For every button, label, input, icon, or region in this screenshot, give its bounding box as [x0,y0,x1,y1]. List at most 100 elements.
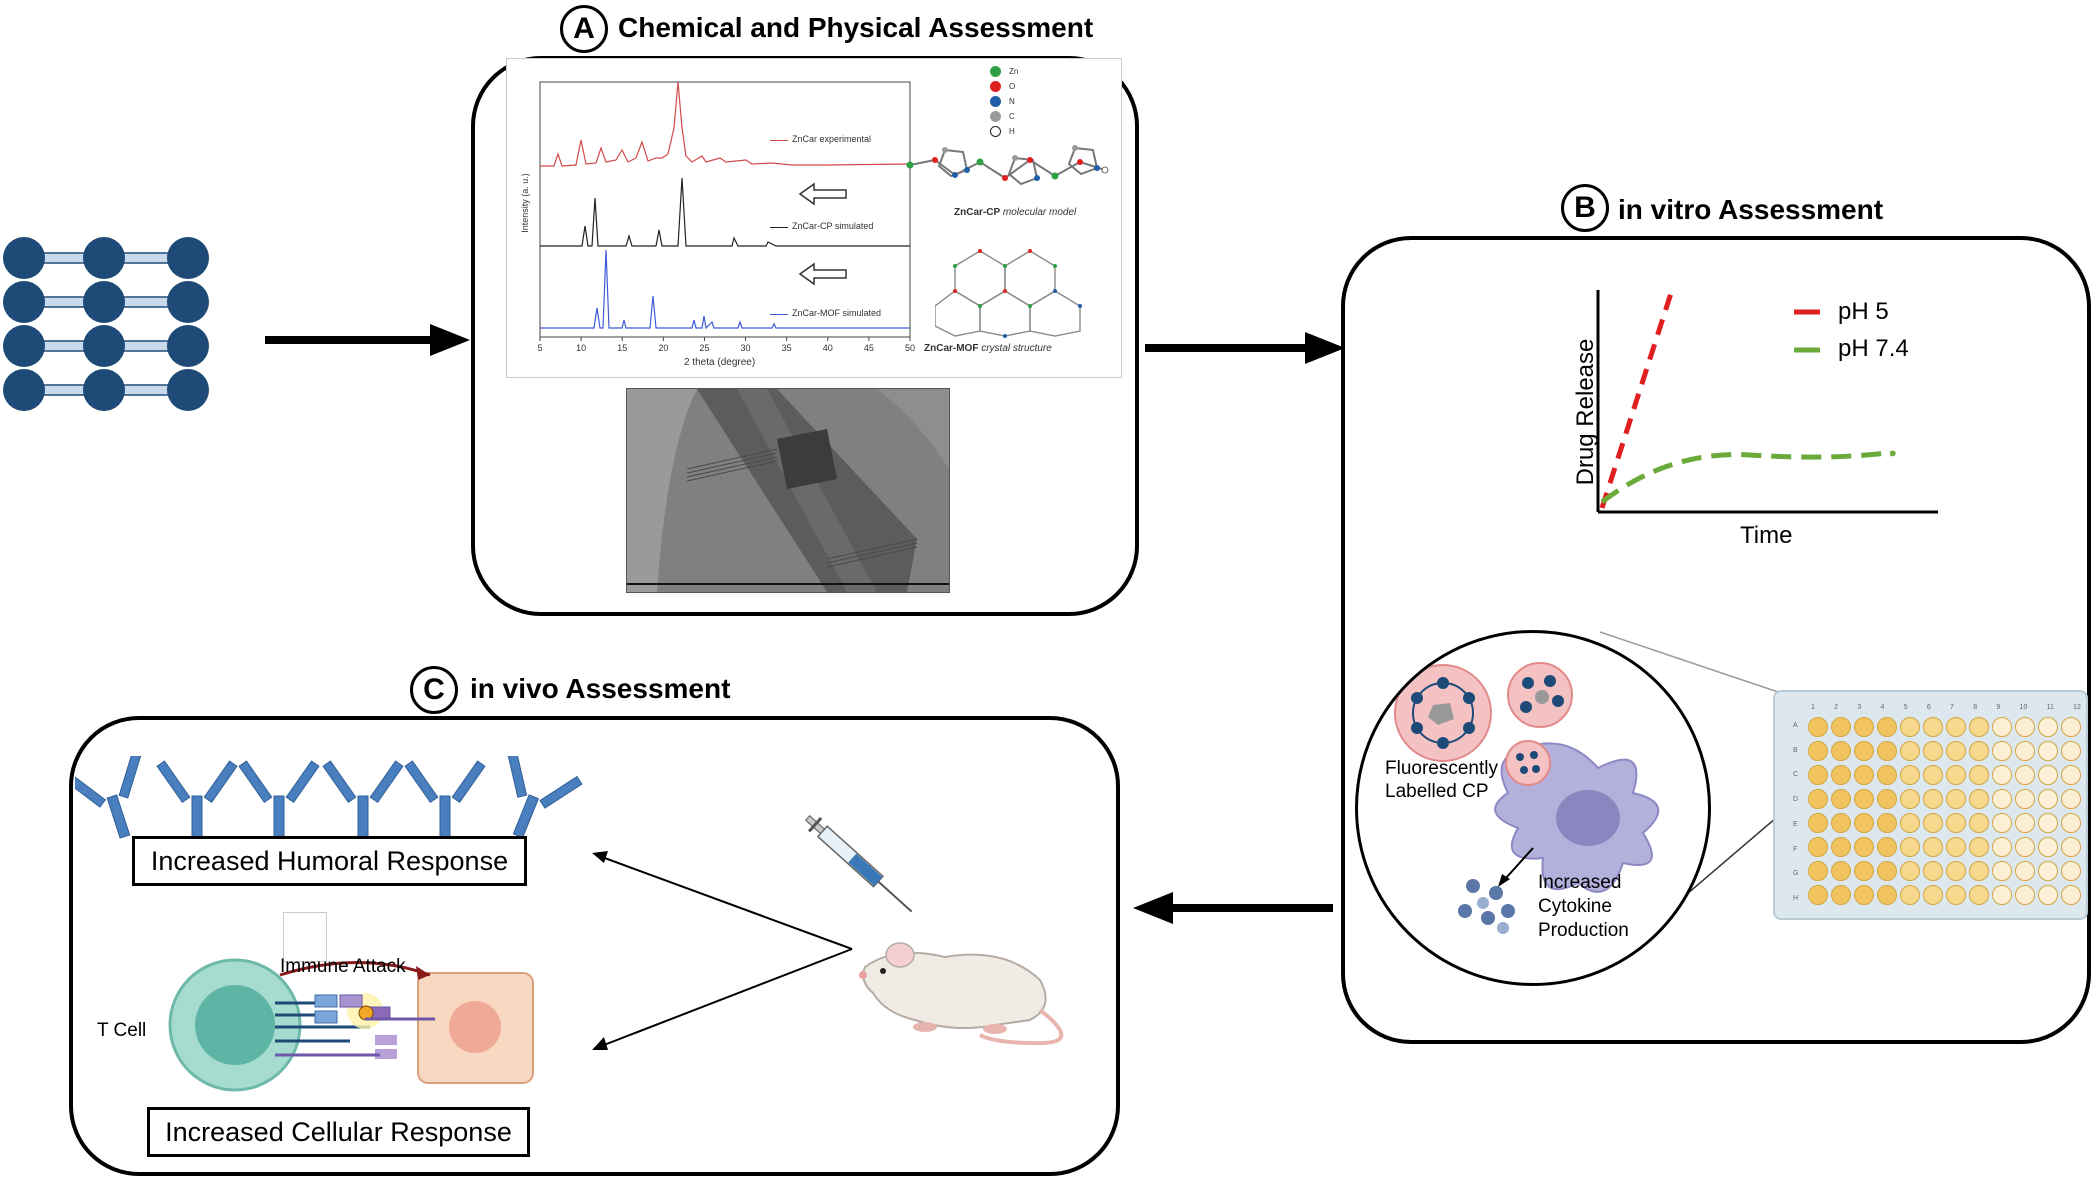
xrd-xtick-label: 50 [905,343,915,353]
well [1992,885,2012,905]
atom-legend: Zn O N C H [990,64,1018,139]
well [1877,813,1897,833]
tem-micrograph [626,388,950,593]
well [1808,717,1828,737]
well [1808,789,1828,809]
well [1900,717,1920,737]
well [2038,789,2058,809]
xrd-legendline-exp [770,140,788,141]
well [1946,717,1966,737]
chart-ylabel: Drug Release [1572,338,1599,486]
well [1831,717,1851,737]
xrd-series-mof [540,249,910,330]
xrd-series-cp [540,177,910,247]
magnification-lines [1600,631,1791,901]
xrd-xtick-label: 15 [617,343,627,353]
syringe-icon [804,815,913,913]
well [1992,741,2012,761]
well [1808,765,1828,785]
well [1992,789,2012,809]
atom-legend-o: O [990,79,1018,94]
panel-a-badge: A [560,5,608,53]
panel-c-title: in vivo Assessment [470,673,731,704]
atom-legend-c: C [990,109,1018,124]
well [2061,741,2081,761]
well [1854,789,1874,809]
well [1877,861,1897,881]
response-arrows [592,851,853,1050]
well-grid [1808,717,2081,905]
well [1831,885,1851,905]
antibody-row [75,756,583,839]
antibody-icon [507,756,583,839]
well [2038,765,2058,785]
well [1900,789,1920,809]
well [2015,789,2035,809]
antibody-icon [75,756,142,839]
blank-placeholder-box [283,912,327,962]
well [2061,813,2081,833]
antibody-icon [238,760,320,839]
well [2015,885,2035,905]
well [1992,765,2012,785]
well [1923,789,1943,809]
cytokine-label-line1: Increased [1538,872,1622,893]
legend-label-ph74: pH 7.4 [1838,335,1909,362]
xrd-xtick-label: 40 [823,343,833,353]
panel-a-title: Chemical and Physical Assessment [618,12,1094,43]
xrd-xtick-label: 25 [699,343,709,353]
cytokine-label-line3: Production [1538,920,1629,941]
legend-label-ph5: pH 5 [1838,298,1889,325]
mof-crystal-structure-icon [935,249,1082,338]
well [2061,789,2081,809]
cp-caption: ZnCar-CP molecular model [954,207,1076,218]
well [2038,861,2058,881]
xrd-series-experimental [540,81,911,167]
well [1808,861,1828,881]
mof-caption: ZnCar-MOF crystal structure [924,343,1052,354]
xrd-xtick-label: 35 [782,343,792,353]
t-cell-label: T Cell [97,1020,147,1041]
xrd-legendline-cp [770,227,788,228]
well [1969,741,1989,761]
cp-caption-bold: ZnCar-CP [954,207,1001,218]
mof-caption-rest: crystal structure [978,343,1052,354]
well [1946,789,1966,809]
xrd-xlabel: 2 theta (degree) [684,357,756,368]
well [1923,837,1943,857]
xrd-xtick-label: 5 [537,343,542,353]
well [1946,861,1966,881]
arrow-to-panel-c [1133,892,1333,924]
panel-b-title: in vitro Assessment [1618,194,1884,225]
well [1877,717,1897,737]
cell-magnification-circle [1355,630,1711,986]
well [1900,765,1920,785]
well [1923,885,1943,905]
well [1923,765,1943,785]
well [2038,741,2058,761]
well [1969,861,1989,881]
xrd-xtick-label: 30 [741,343,751,353]
well [1900,741,1920,761]
well [1969,813,1989,833]
mof-caption-bold: ZnCar-MOF [924,343,979,354]
well [1831,813,1851,833]
well [1923,861,1943,881]
xrd-label-cp: ZnCar-CP simulated [792,221,874,231]
well [1900,837,1920,857]
well [2061,861,2081,881]
well [2038,813,2058,833]
xrd-xtick-label: 10 [576,343,586,353]
well [1854,717,1874,737]
well [2015,741,2035,761]
well [2038,717,2058,737]
series-ph5 [1599,289,1675,509]
well [1808,837,1828,857]
well [2015,837,2035,857]
xrd-xtick-label: 45 [864,343,874,353]
well [2015,813,2035,833]
well [2015,861,2035,881]
